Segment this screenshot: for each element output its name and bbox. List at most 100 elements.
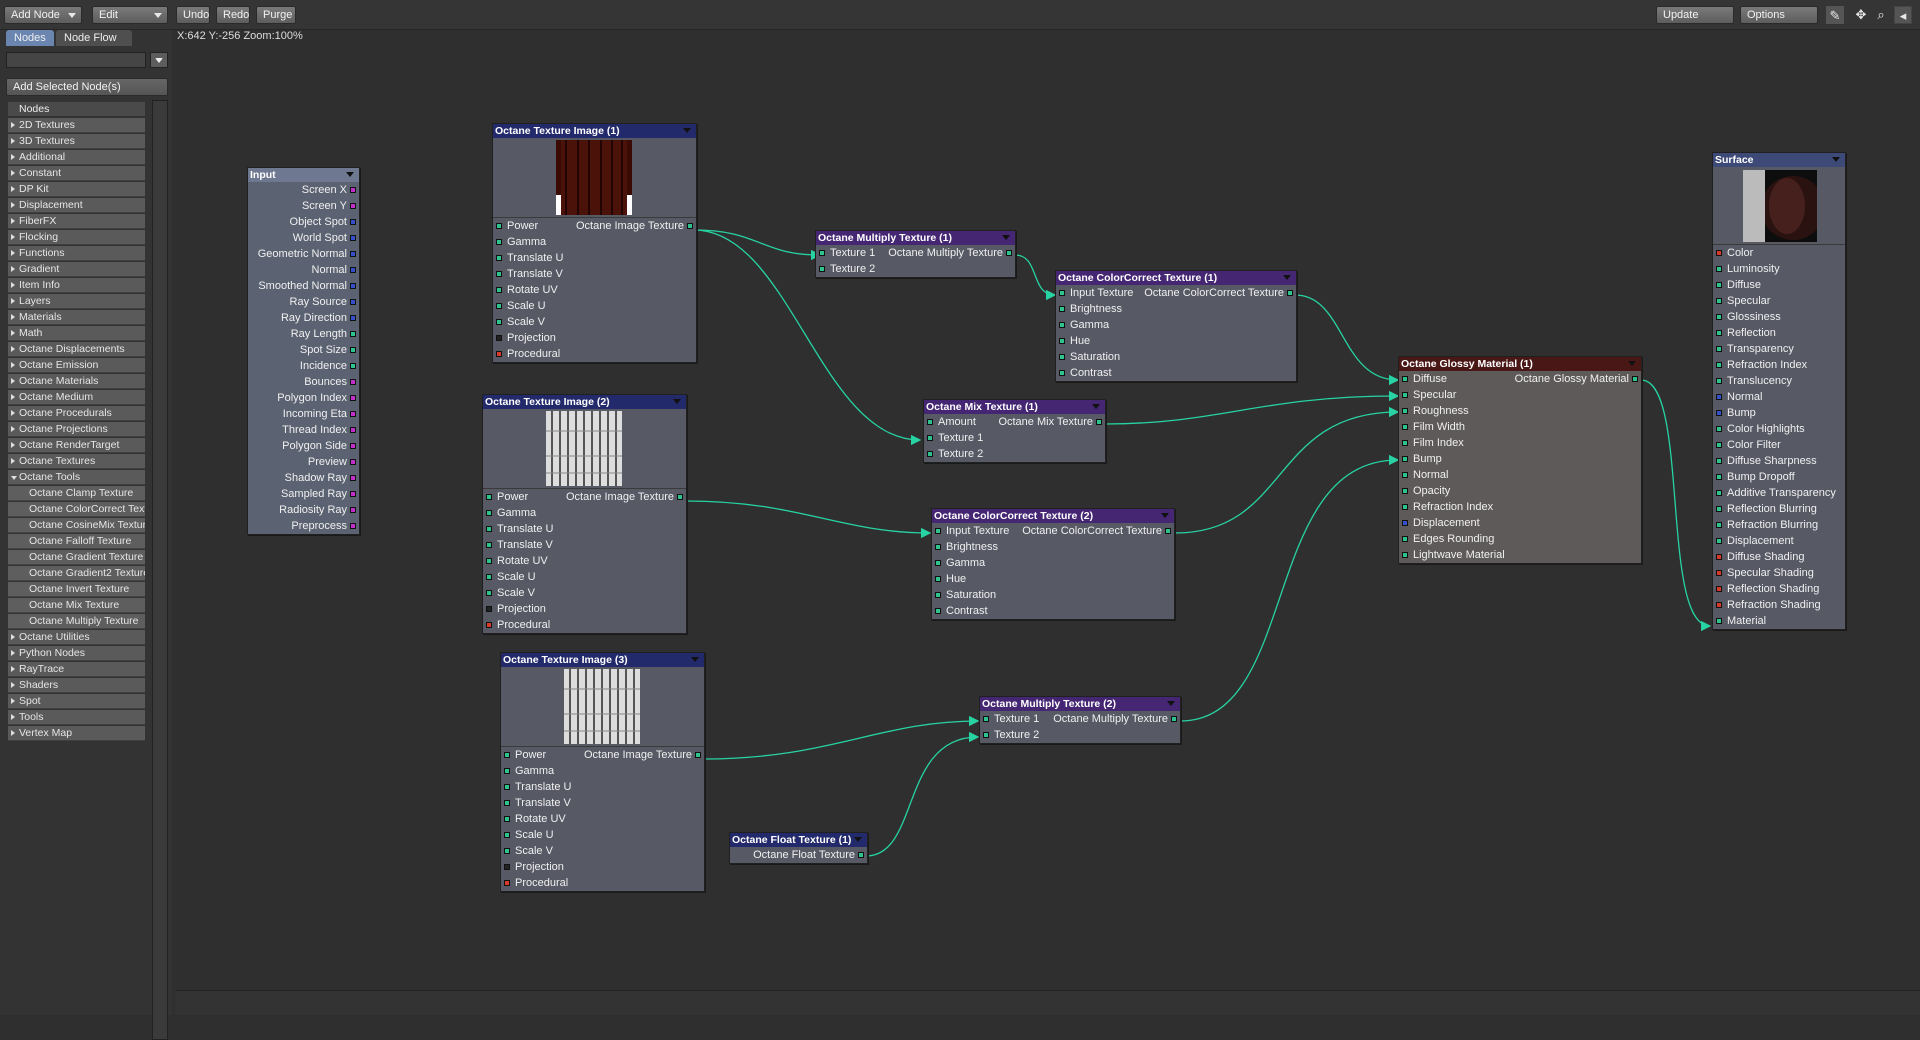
output-port-pin[interactable]: [350, 379, 356, 385]
node-header[interactable]: Octane ColorCorrect Texture (1): [1056, 271, 1296, 285]
input-port-row[interactable]: Material: [1713, 613, 1845, 629]
output-port-row[interactable]: Spot Size: [248, 342, 359, 358]
output-port-pin[interactable]: [350, 459, 356, 465]
category-item[interactable]: Tools: [8, 710, 145, 725]
category-item[interactable]: Constant: [8, 166, 145, 181]
output-port-pin[interactable]: [350, 203, 356, 209]
output-port-pin[interactable]: [350, 315, 356, 321]
input-port-row[interactable]: Texture 2: [816, 261, 1015, 277]
output-port-pin[interactable]: [350, 187, 356, 193]
input-port-pin[interactable]: [496, 319, 502, 325]
output-port-pin[interactable]: [350, 299, 356, 305]
category-item[interactable]: Math: [8, 326, 145, 341]
input-port-pin[interactable]: [935, 592, 941, 598]
output-port-pin[interactable]: [350, 411, 356, 417]
input-port-pin[interactable]: [1716, 458, 1722, 464]
input-port-row[interactable]: Procedural: [493, 346, 696, 362]
input-port-pin[interactable]: [1716, 250, 1722, 256]
input-port-pin[interactable]: [1059, 354, 1065, 360]
input-port-row[interactable]: Translate V: [483, 537, 686, 553]
input-port-pin[interactable]: [1716, 554, 1722, 560]
input-port-pin[interactable]: [1716, 282, 1722, 288]
node-header[interactable]: Octane Float Texture (1): [730, 833, 867, 847]
input-port-row[interactable]: Procedural: [501, 875, 704, 891]
input-port-pin[interactable]: [486, 590, 492, 596]
input-port-row[interactable]: Rotate UV: [483, 553, 686, 569]
output-port-pin[interactable]: [677, 494, 683, 500]
search-input[interactable]: [6, 52, 146, 68]
input-port-row[interactable]: Refraction Blurring: [1713, 517, 1845, 533]
node-item[interactable]: Octane Multiply Texture: [8, 614, 145, 629]
chevron-down-icon[interactable]: [1092, 404, 1100, 409]
input-port-row[interactable]: Scale V: [493, 314, 696, 330]
input-port-pin[interactable]: [486, 542, 492, 548]
output-port-row[interactable]: Sampled Ray: [248, 486, 359, 502]
input-port-pin[interactable]: [1716, 602, 1722, 608]
octane-colorcorrect-texture-1-node[interactable]: Octane ColorCorrect Texture (1) Input Te…: [1055, 270, 1297, 382]
input-port-row[interactable]: Film Width: [1399, 419, 1641, 435]
category-item[interactable]: Octane Tools: [8, 470, 145, 485]
input-port-pin[interactable]: [1716, 586, 1722, 592]
node-header[interactable]: Octane ColorCorrect Texture (2): [932, 509, 1174, 523]
input-port-pin[interactable]: [1402, 504, 1408, 510]
input-port-row[interactable]: Translate U: [493, 250, 696, 266]
input-port-row[interactable]: Scale U: [501, 827, 704, 843]
input-port-row[interactable]: Color Highlights: [1713, 421, 1845, 437]
input-port-pin[interactable]: [983, 732, 989, 738]
input-port-row[interactable]: Color Filter: [1713, 437, 1845, 453]
input-port-pin[interactable]: [1716, 618, 1722, 624]
input-port-row[interactable]: Specular: [1399, 387, 1641, 403]
output-port-row[interactable]: Ray Direction: [248, 310, 359, 326]
output-port-pin[interactable]: [687, 223, 693, 229]
category-item[interactable]: Octane Utilities: [8, 630, 145, 645]
output-port-pin[interactable]: [1006, 250, 1012, 256]
input-port-row[interactable]: Specular Shading: [1713, 565, 1845, 581]
chevron-down-icon[interactable]: [673, 399, 681, 404]
category-item[interactable]: Layers: [8, 294, 145, 309]
input-port-pin[interactable]: [1716, 346, 1722, 352]
input-port-pin[interactable]: [1716, 394, 1722, 400]
input-port-row[interactable]: Saturation: [932, 587, 1174, 603]
node-header[interactable]: Surface: [1713, 153, 1845, 167]
category-item[interactable]: Octane Projections: [8, 422, 145, 437]
input-port-row[interactable]: Contrast: [932, 603, 1174, 619]
input-port-row[interactable]: Refraction Shading: [1713, 597, 1845, 613]
input-port-row[interactable]: Reflection: [1713, 325, 1845, 341]
input-port-row[interactable]: Texture 1: [924, 430, 1105, 446]
input-port-pin[interactable]: [496, 239, 502, 245]
input-port-pin[interactable]: [1716, 314, 1722, 320]
input-port-pin[interactable]: [504, 832, 510, 838]
output-port-row[interactable]: Polygon Side: [248, 438, 359, 454]
input-port-pin[interactable]: [927, 435, 933, 441]
input-node-header[interactable]: Input: [248, 168, 359, 182]
input-port-pin[interactable]: [1402, 392, 1408, 398]
input-port-row[interactable]: Scale U: [483, 569, 686, 585]
output-port-row[interactable]: Ray Source: [248, 294, 359, 310]
output-port-row[interactable]: Screen Y: [248, 198, 359, 214]
output-port-row[interactable]: Bounces: [248, 374, 359, 390]
input-port-row[interactable]: Bump Dropoff: [1713, 469, 1845, 485]
input-port-row[interactable]: Hue: [1056, 333, 1296, 349]
output-port-pin[interactable]: [350, 235, 356, 241]
input-port-pin[interactable]: [1716, 570, 1722, 576]
node-item[interactable]: Octane Clamp Texture: [8, 486, 145, 501]
category-item[interactable]: 2D Textures: [8, 118, 145, 133]
chevron-down-icon[interactable]: [1628, 361, 1636, 366]
input-port-pin[interactable]: [1716, 378, 1722, 384]
input-port-pin[interactable]: [819, 266, 825, 272]
category-item[interactable]: Octane RenderTarget: [8, 438, 145, 453]
output-port-pin[interactable]: [1165, 528, 1171, 534]
input-port-row[interactable]: Texture 2: [924, 446, 1105, 462]
category-item[interactable]: Spot: [8, 694, 145, 709]
input-port-pin[interactable]: [935, 528, 941, 534]
input-port-row[interactable]: Refraction Index: [1713, 357, 1845, 373]
output-port-row[interactable]: Polygon Index: [248, 390, 359, 406]
category-item[interactable]: FiberFX: [8, 214, 145, 229]
input-port-row[interactable]: Additive Transparency: [1713, 485, 1845, 501]
input-port-pin[interactable]: [1402, 488, 1408, 494]
input-port-row[interactable]: Normal: [1399, 467, 1641, 483]
